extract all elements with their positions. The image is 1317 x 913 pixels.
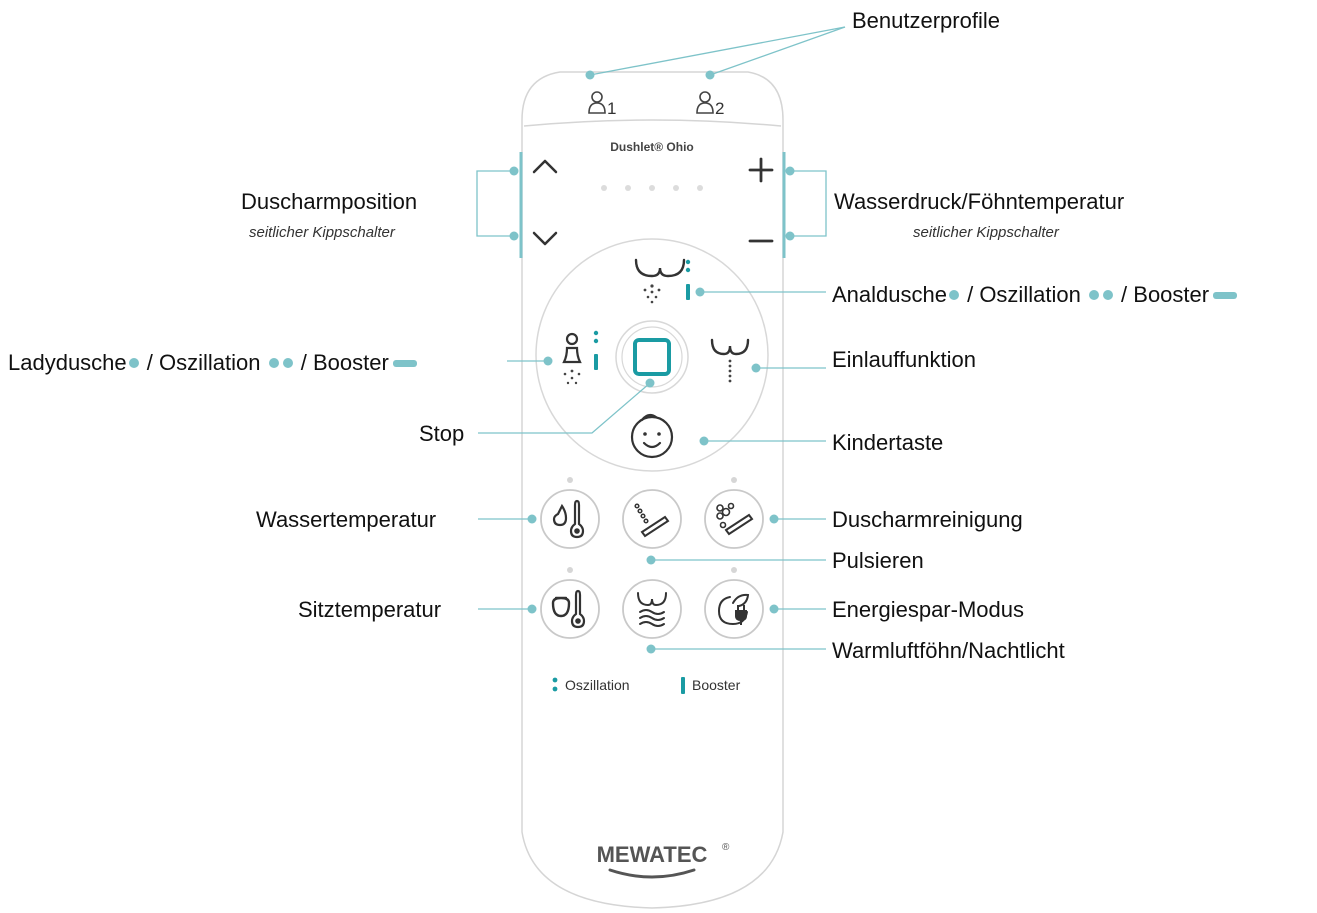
callout-lines xyxy=(476,26,846,650)
legend-booster-label: Booster xyxy=(692,677,741,693)
callout-duscharmposition: Duscharmposition xyxy=(241,189,418,214)
callout-kindertaste: Kindertaste xyxy=(832,430,944,455)
double-dot-indicator-a xyxy=(268,358,279,369)
ladydusche-oszillation-label: / Oszillation xyxy=(140,350,261,376)
callout-wassertemperatur: Wassertemperatur xyxy=(256,507,437,532)
callout-warmluft: Warmluftföhn/Nachtlicht xyxy=(832,638,1065,663)
energy-saving-icon xyxy=(717,593,750,626)
double-dot-indicator-b xyxy=(1102,290,1113,301)
child-face-icon xyxy=(630,413,674,459)
legend-oscillation-label: Oszillation xyxy=(565,677,630,693)
single-dot-indicator xyxy=(948,290,959,301)
anal-shower-button[interactable] xyxy=(634,258,691,304)
callout-duscharmreinigung: Duscharmreinigung xyxy=(832,507,1023,532)
anal-shower-icon xyxy=(634,258,686,278)
seat-temperature-button[interactable] xyxy=(540,579,600,639)
user-profile-2-button[interactable]: 2 xyxy=(696,91,724,118)
callout-energiespar: Energiespar-Modus xyxy=(832,597,1024,622)
callout-sitztemperatur: Sitztemperatur xyxy=(298,597,442,622)
callout-dots xyxy=(509,70,795,654)
nozzle-cleaning-icon xyxy=(716,502,754,536)
water-temperature-button[interactable] xyxy=(540,489,600,549)
enema-button[interactable] xyxy=(710,338,750,383)
water-temperature-icon xyxy=(552,499,585,539)
callout-benutzerprofile: Benutzerprofile xyxy=(852,8,1000,33)
pulse-button[interactable] xyxy=(622,489,682,549)
callout-wasserdruck: Wasserdruck/Föhntemperatur xyxy=(834,189,1125,214)
enema-icon xyxy=(710,338,750,356)
callout-stop: Stop xyxy=(419,421,465,446)
analdusche-booster-label: / Booster xyxy=(1114,282,1210,308)
warm-air-dryer-icon xyxy=(637,592,667,627)
brand-name: MEWATEC xyxy=(597,842,708,867)
child-button[interactable] xyxy=(630,413,674,459)
user-profile-icon xyxy=(588,91,606,114)
energy-saving-button[interactable] xyxy=(704,579,764,639)
analdusche-label: Analdusche xyxy=(832,282,947,308)
callout-ladydusche: Ladydusche / Oszillation / Booster xyxy=(8,349,417,376)
model-name: Dushlet® Ohio xyxy=(610,140,694,154)
remote-top-divider xyxy=(523,119,782,127)
mewatec-logo: MEWATEC ® xyxy=(597,842,730,879)
ladydusche-booster-label: / Booster xyxy=(294,350,389,376)
seat-temperature-icon xyxy=(551,589,586,629)
callout-wasserdruck-sub: seitlicher Kippschalter xyxy=(913,224,1059,241)
user-profile-icon xyxy=(696,91,714,114)
profile-1-number: 1 xyxy=(607,99,616,118)
ladydusche-label: Ladydusche xyxy=(8,350,127,376)
legend-oscillation: Oszillation xyxy=(552,677,630,693)
lady-shower-button[interactable] xyxy=(562,330,599,385)
profile-2-number: 2 xyxy=(715,99,724,118)
callout-pulsieren: Pulsieren xyxy=(832,548,924,573)
lady-shower-icon xyxy=(562,332,582,364)
stop-icon xyxy=(633,338,671,376)
callout-duscharmposition-sub: seitlicher Kippschalter xyxy=(249,224,395,241)
chevron-up-icon[interactable] xyxy=(532,159,558,174)
legend-booster: Booster xyxy=(681,677,741,694)
plus-icon[interactable] xyxy=(748,157,774,183)
single-dot-indicator xyxy=(128,358,139,369)
brand-registered-mark: ® xyxy=(722,842,730,853)
booster-bar-indicator xyxy=(1213,291,1238,299)
pulse-icon xyxy=(634,503,670,538)
user-profile-1-button[interactable]: 1 xyxy=(588,91,616,118)
double-dot-indicator-a xyxy=(1088,290,1099,301)
level-indicator-dots xyxy=(601,185,703,191)
nozzle-cleaning-button[interactable] xyxy=(704,489,764,549)
warm-air-dryer-button[interactable] xyxy=(622,579,682,639)
callout-analdusche: Analdusche / Oszillation / Booster xyxy=(832,281,1238,308)
chevron-down-icon[interactable] xyxy=(532,231,558,246)
main-control-ring xyxy=(535,238,769,472)
double-dot-indicator-b xyxy=(282,358,293,369)
callout-einlauffunktion: Einlauffunktion xyxy=(832,347,976,372)
analdusche-oszillation-label: / Oszillation xyxy=(960,282,1081,308)
booster-bar-indicator xyxy=(392,359,417,367)
status-led-dots xyxy=(567,477,737,573)
